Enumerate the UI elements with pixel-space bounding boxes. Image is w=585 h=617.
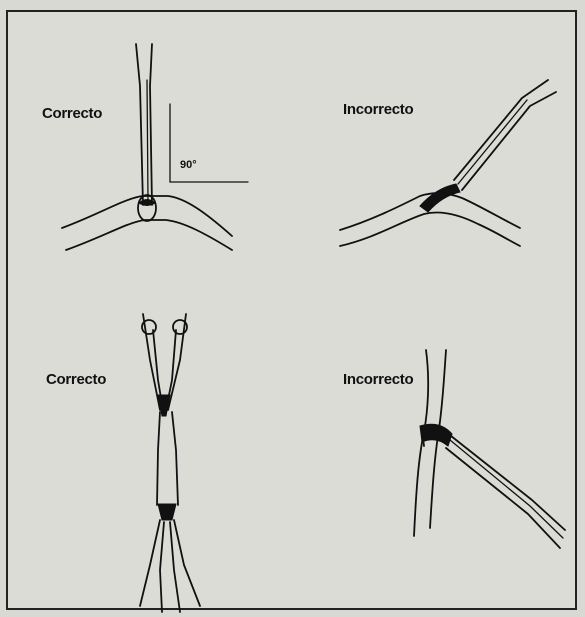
clamp-shaft-upper <box>454 80 548 180</box>
clamp-tip <box>138 195 156 221</box>
panel-label-bottom-right: Incorrecto <box>343 371 413 388</box>
panel-label-top-left: Correcto <box>42 105 102 122</box>
vessel-right-wall <box>172 412 178 505</box>
clamp-shaft-right <box>150 44 152 205</box>
panel-bottom-right-illustration <box>414 350 565 548</box>
clamp-tip <box>420 424 452 446</box>
vessel-left-wall <box>414 350 428 536</box>
panel-label-bottom-left: Correcto <box>46 371 106 388</box>
clamp-shaft-lower <box>462 92 556 190</box>
angle-label: 90° <box>180 159 197 171</box>
panel-bottom-left-illustration <box>140 314 200 612</box>
panel-label-top-right: Incorrecto <box>343 101 413 118</box>
clamp-shaft-left <box>136 44 143 205</box>
clamp-shaft-lower <box>446 448 560 548</box>
vessel-left-wall <box>157 412 160 505</box>
panel-top-left-illustration <box>62 44 248 250</box>
clamp-tip <box>420 184 460 212</box>
vessel-lower-wall <box>340 212 520 246</box>
clamp-shaft-upper <box>446 432 565 530</box>
vessel-lower-wall <box>66 220 232 250</box>
